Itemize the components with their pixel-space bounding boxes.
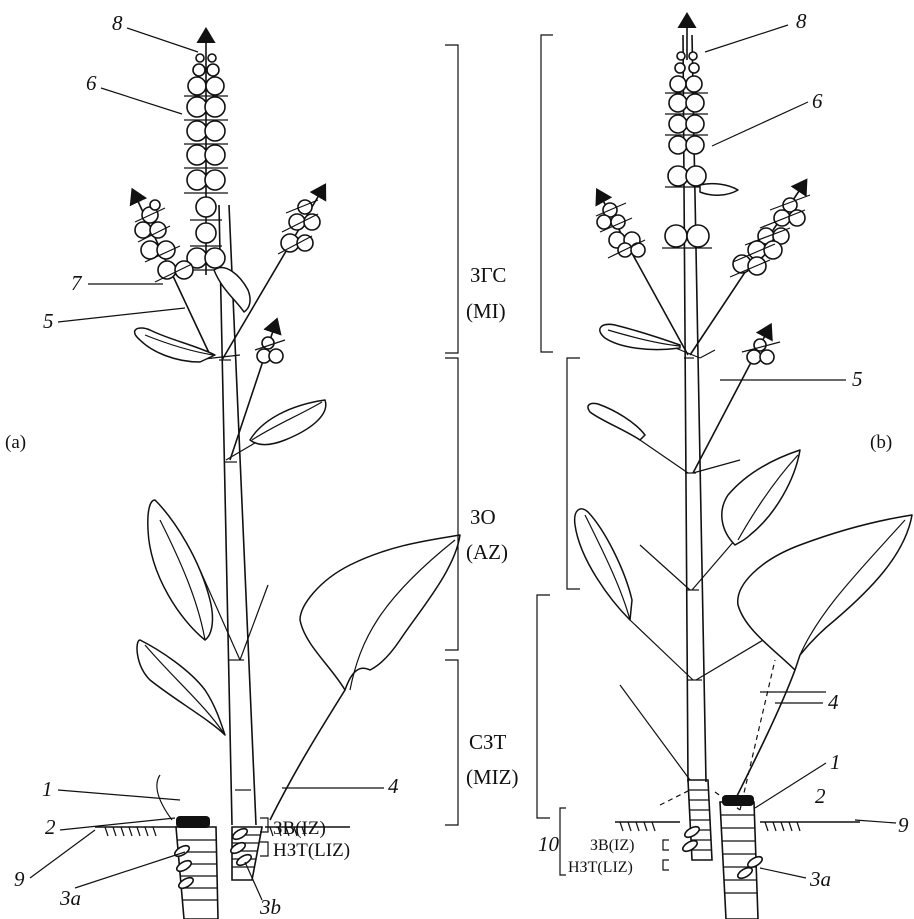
label-1-a: 1 — [42, 777, 53, 801]
label-2-a: 2 — [45, 815, 56, 839]
label-5-b: 5 — [852, 367, 863, 391]
label-8-a: 8 — [112, 11, 123, 35]
bracts-b — [620, 345, 780, 780]
zone-brackets-a — [260, 45, 458, 856]
zone-az-en: (AZ) — [466, 540, 508, 564]
central-raceme-a — [184, 35, 228, 275]
panel-label-a: (a) — [5, 432, 26, 453]
zone-liz-b: НЗТ(LIZ) — [568, 859, 633, 876]
label-5-a: 5 — [43, 309, 54, 333]
label-8-b: 8 — [796, 9, 807, 33]
label-9-b: 9 — [898, 813, 909, 837]
zone-liz-a: НЗТ(LIZ) — [273, 840, 350, 861]
leaf-upper-left-a — [135, 328, 215, 362]
leaf-lower-left-b — [575, 509, 632, 620]
panel-label-b: (b) — [870, 432, 892, 453]
label-7-a: 7 — [71, 271, 83, 295]
rhizome-a — [157, 775, 262, 919]
small-raceme-b — [693, 330, 780, 473]
label-2-b: 2 — [815, 784, 826, 808]
leader-lines — [30, 25, 896, 900]
label-3a-a: 3a — [59, 886, 81, 910]
label-10-b: 10 — [538, 832, 560, 856]
leaf-mid-left-b — [588, 403, 645, 440]
leaf-left-lower-a — [137, 640, 225, 735]
central-raceme-b — [662, 20, 738, 248]
zone-mi-ru: ЗГС — [470, 263, 506, 287]
label-9-a: 9 — [14, 867, 25, 891]
leaf-mid-right-b — [722, 450, 800, 545]
leaf-upper-small-a — [214, 268, 250, 312]
zone-miz-en: (MIZ) — [466, 765, 518, 789]
zone-brackets-b — [537, 35, 669, 875]
leaf-right-large-a — [270, 535, 460, 820]
zone-iz-a: ЗВ(IZ) — [273, 818, 326, 839]
leaf-upper-left-b — [600, 324, 680, 349]
zone-az-ru: ЗО — [470, 505, 496, 529]
label-6-b: 6 — [812, 89, 823, 113]
zone-iz-b: ЗВ(IZ) — [590, 837, 634, 854]
right-raceme-b — [690, 185, 810, 355]
label-4-a: 4 — [388, 774, 399, 798]
label-6-a: 6 — [86, 71, 97, 95]
panel-b — [575, 20, 912, 919]
leaf-lower-right-b — [735, 515, 912, 800]
label-3a-b: 3a — [809, 867, 831, 891]
leaf-left-large-a — [148, 500, 213, 640]
zone-mi-en: (MI) — [466, 299, 506, 323]
zone-miz-ru: СЗТ — [469, 730, 507, 754]
label-3b-a: 3b — [259, 895, 281, 919]
panel-a — [95, 35, 460, 919]
rhizome-b — [660, 660, 775, 919]
leaf-mid-a — [250, 400, 326, 445]
label-4-b: 4 — [828, 690, 839, 714]
label-1-b: 1 — [830, 750, 841, 774]
